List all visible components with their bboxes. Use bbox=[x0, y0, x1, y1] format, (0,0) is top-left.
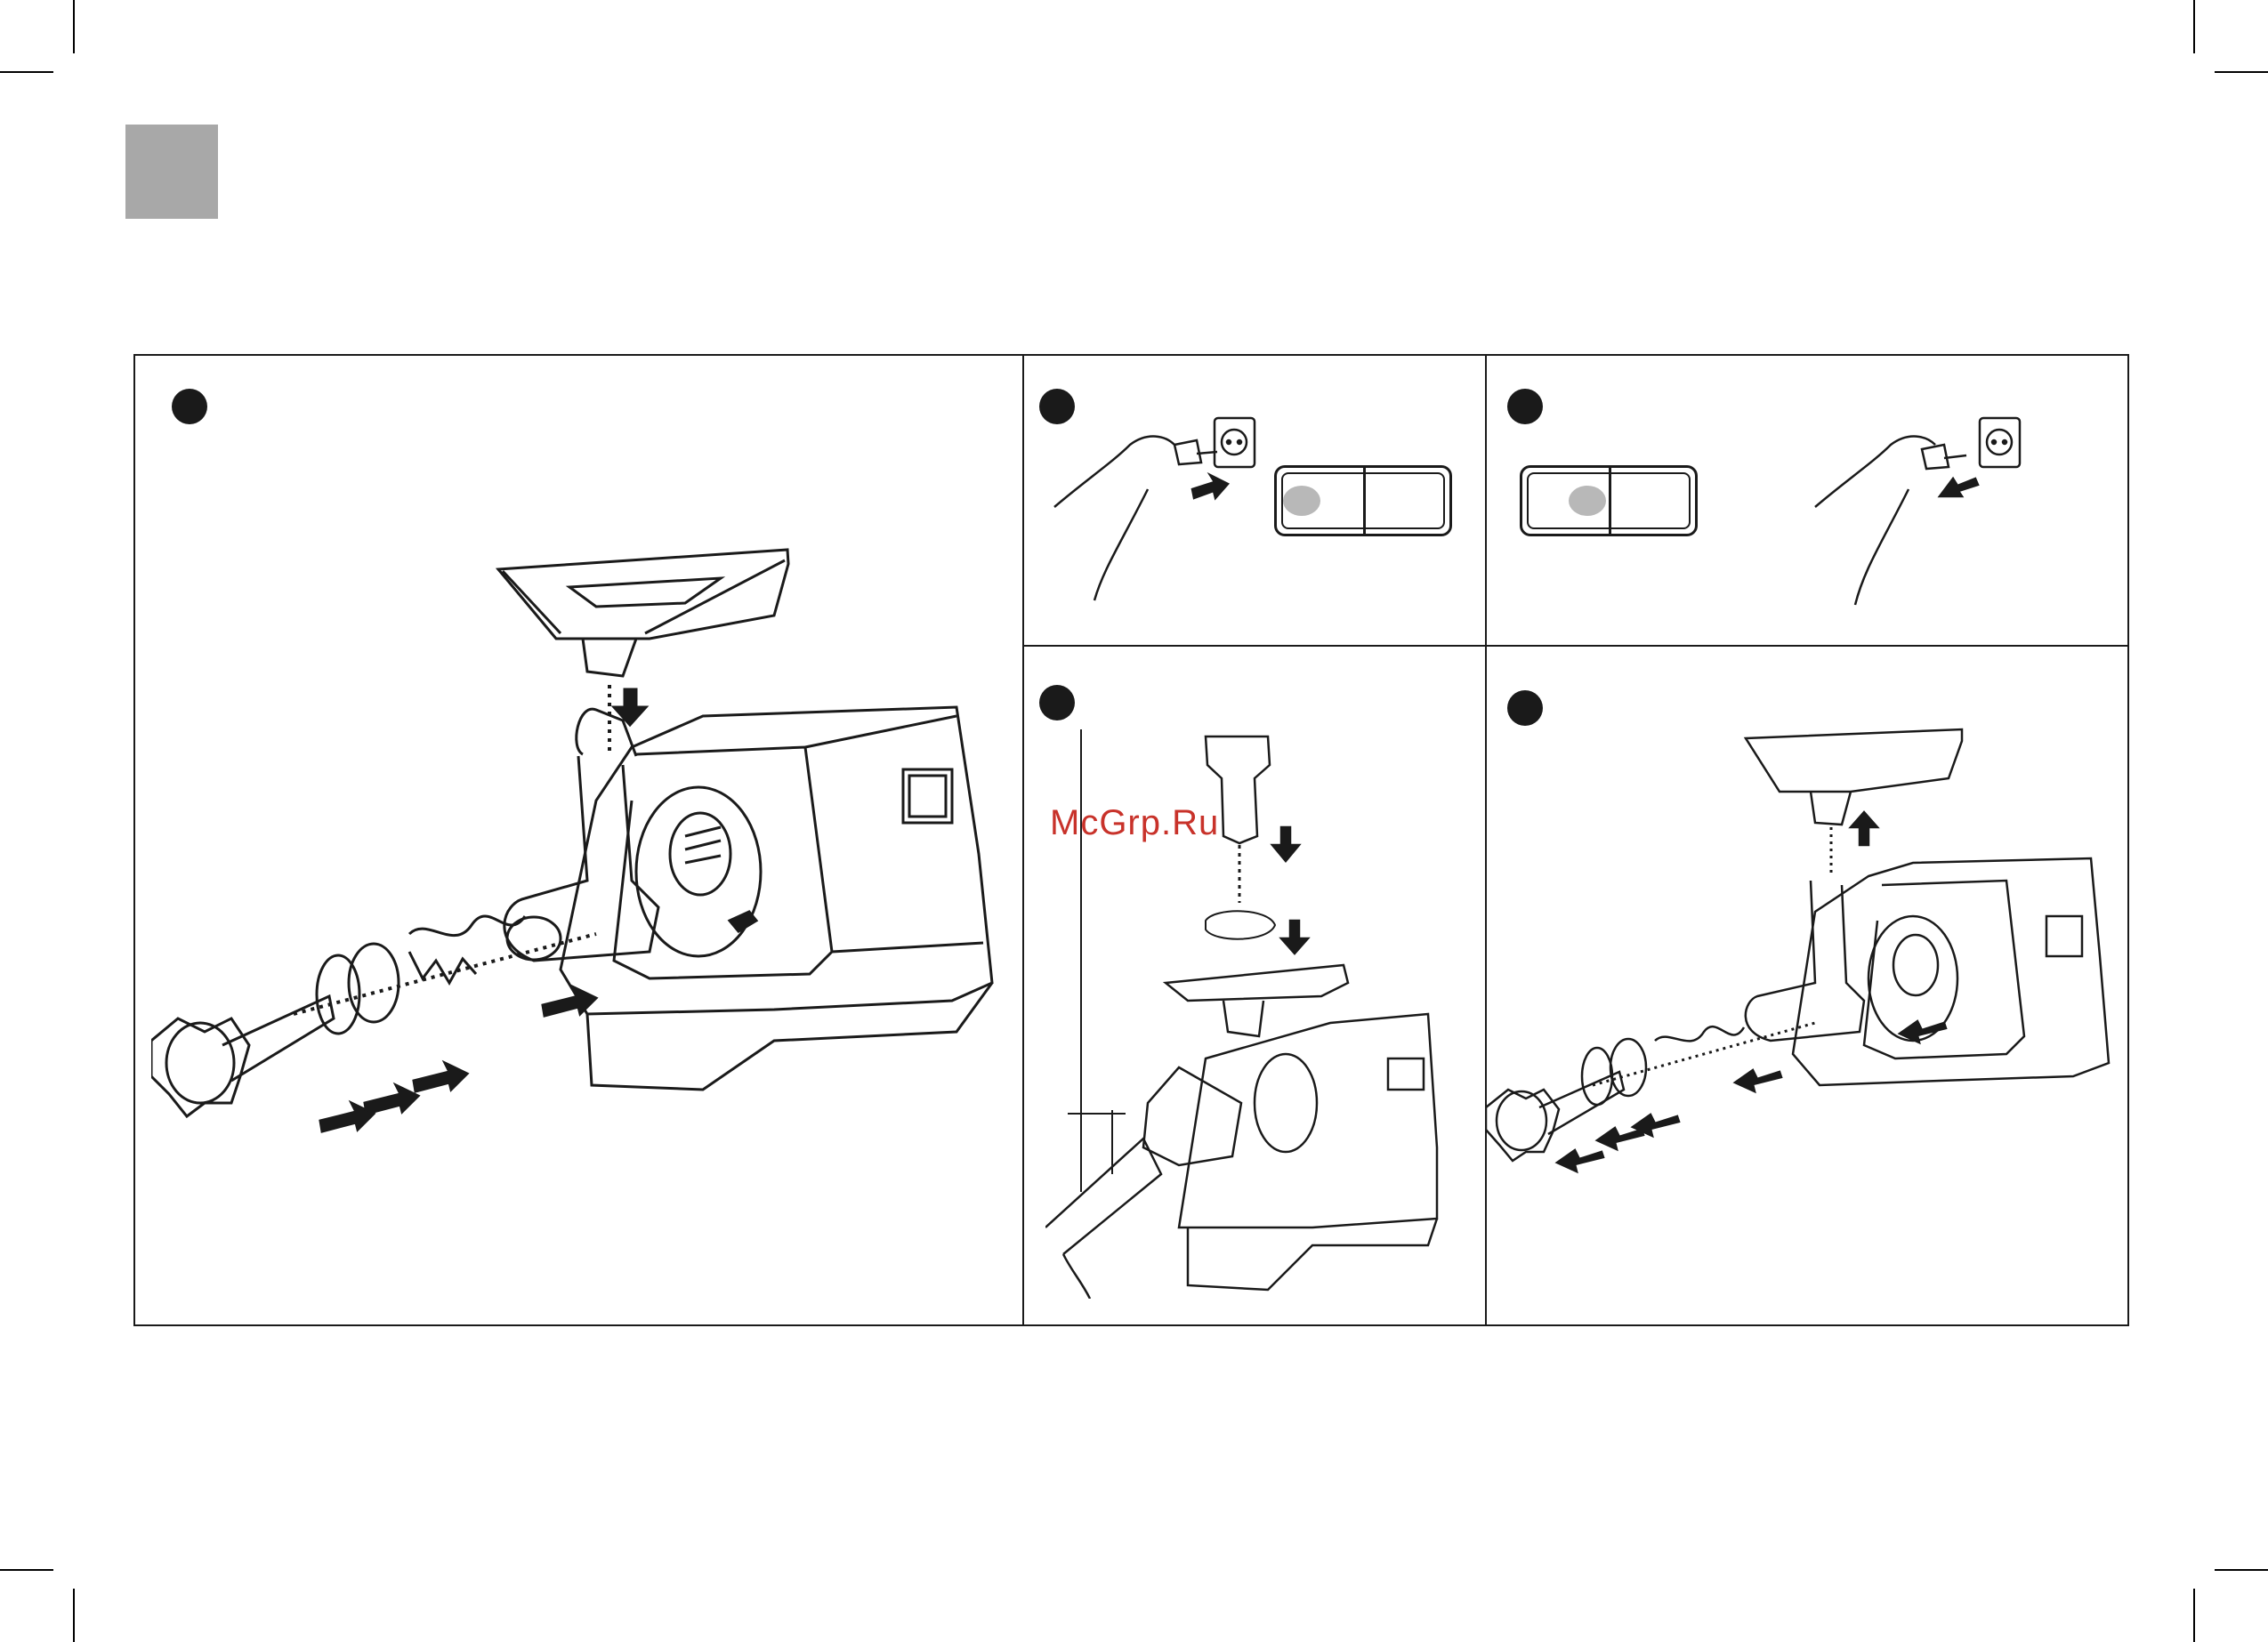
plug-socket-icon bbox=[1050, 409, 1263, 614]
panel-divider bbox=[1022, 645, 2129, 647]
step-marker-4 bbox=[1039, 685, 1075, 720]
section-tab bbox=[125, 125, 218, 219]
crop-mark bbox=[0, 71, 53, 73]
crop-mark bbox=[2193, 1589, 2195, 1642]
switch-knob bbox=[1569, 486, 1606, 516]
watermark: McGrp.Ru bbox=[1050, 803, 1219, 843]
power-switch-on bbox=[1274, 465, 1452, 536]
step-marker-1 bbox=[172, 389, 207, 424]
step-marker-3 bbox=[1507, 389, 1543, 424]
crop-mark bbox=[0, 1569, 53, 1571]
power-switch-off bbox=[1520, 465, 1698, 536]
switch-knob bbox=[1283, 486, 1320, 516]
meat-grinder-disassembly-icon bbox=[1486, 725, 2127, 1187]
step-marker-5 bbox=[1507, 690, 1543, 726]
crop-mark bbox=[2193, 0, 2195, 53]
crop-mark bbox=[2215, 71, 2268, 73]
panel-divider bbox=[1022, 354, 1024, 1326]
unplug-socket-icon bbox=[1811, 409, 2024, 614]
crop-mark bbox=[73, 1589, 75, 1642]
crop-mark bbox=[73, 0, 75, 53]
meat-grinder-assembly-icon bbox=[151, 534, 1005, 1174]
crop-mark bbox=[2215, 1569, 2268, 1571]
